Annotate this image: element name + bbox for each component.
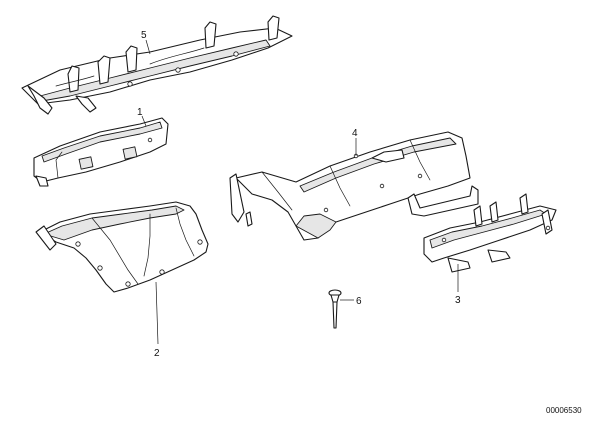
part-4-tunnel-cover [229, 131, 479, 241]
part-1-cover-panel [33, 117, 169, 187]
callout-4: 4 [352, 128, 358, 139]
callout-2: 2 [154, 348, 160, 359]
callout-6: 6 [356, 296, 362, 307]
part-5-bracket-rail [21, 15, 293, 115]
callout-5: 5 [141, 30, 147, 41]
part-2-front-panel [35, 201, 209, 293]
leader-lines [141, 39, 459, 345]
image-code: 00006530 [546, 406, 582, 415]
callout-3: 3 [455, 295, 461, 306]
part-3-bracket-tray [423, 193, 557, 273]
callout-1: 1 [137, 107, 143, 118]
part-6-push-rivet [328, 289, 342, 329]
